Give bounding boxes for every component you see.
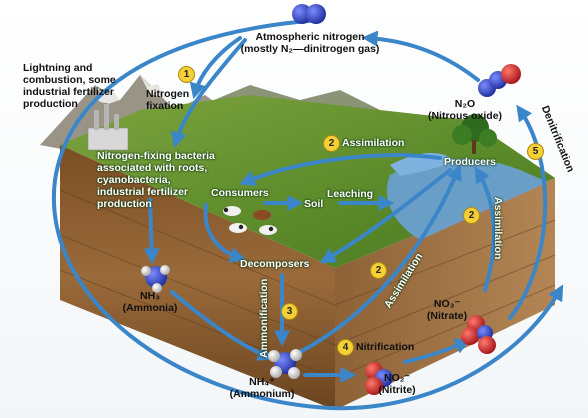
arrow-n2o-to-atmosphere xyxy=(361,30,480,82)
nh3-molecule xyxy=(141,265,170,293)
sources-line3: industrial fertilizer xyxy=(23,86,115,98)
producers-label: Producers xyxy=(444,156,496,168)
n2o-molecule xyxy=(478,64,521,97)
ammonification-label: Ammonification xyxy=(258,278,270,358)
assimilation-top-label: Assimilation xyxy=(342,137,405,149)
step-badge-3: 3 xyxy=(281,303,298,320)
arrow-consumers-to-decomposers xyxy=(203,203,247,263)
arrow-producers-to-decomposers xyxy=(319,168,452,264)
ammonium-formula: NH₄⁺ xyxy=(249,376,275,388)
sources-line4: production xyxy=(23,98,78,110)
n2-molecule xyxy=(292,4,326,24)
nitrous-oxide-name: (Nitrous oxide) xyxy=(427,110,503,122)
factory xyxy=(87,93,129,151)
nitrous-oxide-formula: N₂O xyxy=(454,98,476,110)
arrow-ammonium-to-producers xyxy=(298,164,462,354)
nh4-molecule xyxy=(268,349,302,379)
ammonia-formula: NH₃ xyxy=(139,290,161,302)
arrow-bacteria-to-ammonia xyxy=(143,198,160,265)
soil-front-face xyxy=(60,145,335,410)
nitrogen-fixation-label: Nitrogen fixation xyxy=(146,88,189,112)
sources-line2: combustion, some xyxy=(23,74,116,86)
sources-label: Lightning and combustion, some industria… xyxy=(23,62,116,110)
step-badge-2-center: 2 xyxy=(370,262,387,279)
arrow-nitrate-to-producers xyxy=(474,166,496,292)
arrow-atmosphere-to-fixation xyxy=(189,36,242,100)
soil-side-face xyxy=(335,178,555,410)
cows xyxy=(223,206,277,235)
nitrous-oxide-label: N₂O (Nitrous oxide) xyxy=(420,98,510,122)
atmosphere-title: Atmospheric nitrogen (mostly N₂—dinitrog… xyxy=(230,31,390,55)
fixing-bacteria-line1: Nitrogen-fixing bacteria xyxy=(97,150,215,162)
fixing-bacteria-line4: industrial fertilizer xyxy=(97,186,189,198)
fixing-bacteria-line3: cyanobacteria, xyxy=(97,174,171,186)
ammonium-label: NH₄⁺ (Ammonium) xyxy=(222,376,302,400)
sources-line1: Lightning and xyxy=(23,62,93,74)
lake xyxy=(386,158,548,240)
nitrite-label: NO₂⁻ (Nitrite) xyxy=(362,372,432,396)
fixing-bacteria-line2: associated with roots, xyxy=(97,162,208,174)
leaching-label: Leaching xyxy=(327,188,374,200)
soil-label: Soil xyxy=(304,198,324,210)
nitrogen-fixation-line2: fixation xyxy=(146,100,184,112)
trees xyxy=(452,114,497,154)
nitrite-formula: NO₂⁻ xyxy=(384,372,410,384)
step-badge-2-right: 2 xyxy=(463,207,480,224)
nitrogen-fixation-line1: Nitrogen xyxy=(146,88,190,100)
ammonia-name: (Ammonia) xyxy=(122,302,178,314)
atmosphere-title-line2: (mostly N₂—dinitrogen gas) xyxy=(240,43,380,55)
arrow-producers-to-consumers xyxy=(239,153,442,186)
arrow-nitrite-to-nitrate xyxy=(403,338,471,364)
atmosphere-title-line1: Atmospheric nitrogen xyxy=(255,31,365,43)
nitrate-name: (Nitrate) xyxy=(426,310,468,322)
arrow-nitrate-to-n2o xyxy=(508,104,548,320)
arrow-big-left-loop xyxy=(51,18,564,411)
nitrate-formula: NO₃⁻ xyxy=(433,298,461,310)
decomposers-label: Decomposers xyxy=(240,258,310,270)
consumers-label: Consumers xyxy=(211,187,269,199)
step-badge-1: 1 xyxy=(178,66,195,83)
step-badge-5: 5 xyxy=(527,143,544,160)
nitrite-name: (Nitrite) xyxy=(378,384,416,396)
nitrification-label: Nitrification xyxy=(356,341,415,353)
ammonium-name: (Ammonium) xyxy=(229,388,295,400)
arrow-ammonia-to-ammonium xyxy=(170,290,274,361)
no3-molecule xyxy=(461,315,496,354)
fixing-bacteria-label: Nitrogen-fixing bacteria associated with… xyxy=(97,150,215,210)
assimilation-right-label: Assimilation xyxy=(492,197,504,260)
step-badge-2-top: 2 xyxy=(323,135,340,152)
nitrate-label: NO₃⁻ (Nitrate) xyxy=(412,298,482,322)
ammonia-label: NH₃ (Ammonia) xyxy=(110,290,190,314)
no2-molecule xyxy=(365,362,393,395)
fixing-bacteria-line5: production xyxy=(97,198,152,210)
step-badge-4: 4 xyxy=(337,339,354,356)
arrow-atmosphere-to-bacteria xyxy=(170,38,247,149)
